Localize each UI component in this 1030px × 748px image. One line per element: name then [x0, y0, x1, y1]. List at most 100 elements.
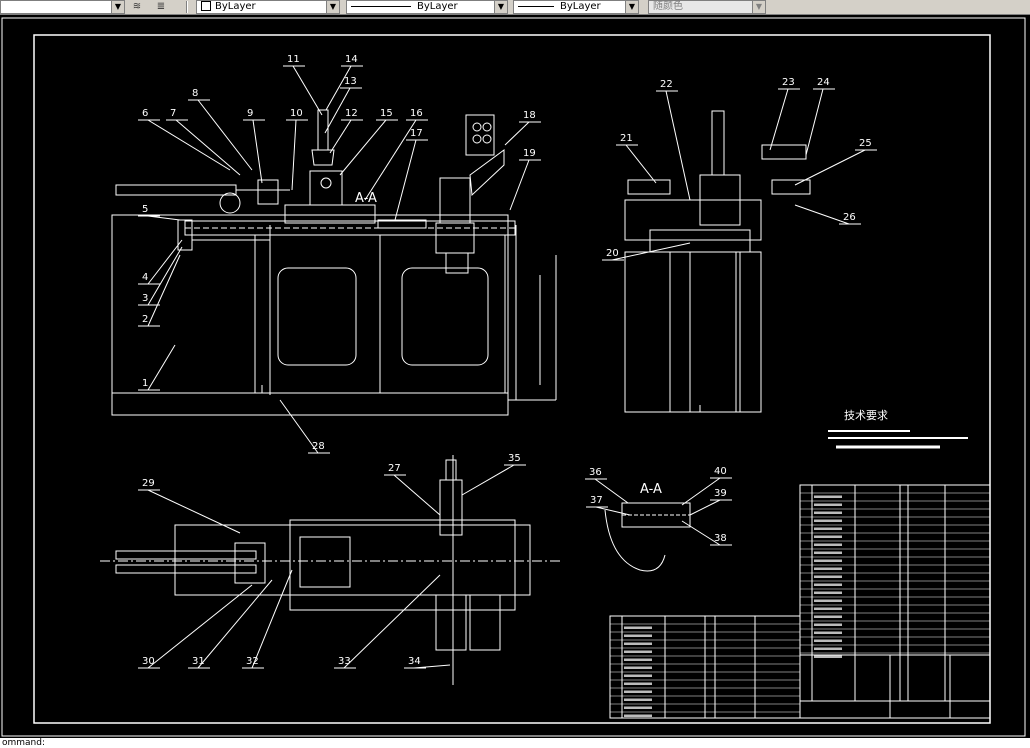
balloon-number: 17	[410, 128, 423, 139]
bom-cell-text	[814, 519, 842, 522]
sheet-border-inner	[33, 34, 991, 724]
balloon-number: 27	[388, 463, 401, 474]
balloon-4: 4	[138, 239, 183, 285]
bom-cell-text	[814, 639, 842, 642]
balloon-number: 29	[142, 478, 155, 489]
bom-cell-text	[814, 535, 842, 538]
bom-cell-text	[814, 655, 842, 658]
balloon-number: 36	[589, 467, 602, 478]
balloon-number: 18	[523, 110, 536, 121]
balloon-23: 23	[769, 77, 800, 151]
balloon-number: 24	[817, 77, 830, 88]
balloon-38: 38	[681, 520, 732, 546]
balloon-number: 25	[859, 138, 872, 149]
plotstyle-combo[interactable]: 随颜色▼	[648, 0, 766, 14]
bom-cell-text	[814, 615, 842, 618]
linetype-sample	[351, 5, 411, 7]
balloon-number: 37	[590, 495, 603, 506]
tech-req-title: 技术要求	[844, 409, 888, 422]
drawing-canvas[interactable]: A-A	[0, 15, 1030, 738]
command-line[interactable]: ommand:	[0, 738, 1030, 748]
balloon-20: 20	[602, 242, 691, 261]
balloon-6: 6	[138, 108, 231, 171]
front-view: A-A	[111, 109, 557, 416]
color-swatch-icon	[201, 1, 211, 11]
bom-table-right	[799, 484, 991, 702]
balloon-number: 15	[380, 108, 393, 119]
title-block	[799, 654, 991, 719]
bom-cell-text	[814, 631, 842, 634]
balloon-33: 33	[334, 574, 441, 669]
balloon-number: 10	[290, 108, 303, 119]
balloon-number: 21	[620, 133, 633, 144]
bom-cell-text	[624, 626, 652, 629]
balloon-number: 19	[523, 148, 536, 159]
balloon-11: 11	[283, 54, 323, 116]
balloon-16: 16	[364, 108, 428, 201]
bom-cell-text	[624, 642, 652, 645]
lineweight-combo[interactable]: ByLayer▼	[513, 0, 639, 14]
balloon-number: 12	[345, 108, 358, 119]
balloon-number: 34	[408, 656, 421, 667]
command-line-text: ommand:	[2, 738, 46, 748]
bom-cell-text	[624, 690, 652, 693]
balloon-number: 9	[247, 108, 253, 119]
bom-cell-text	[624, 714, 652, 717]
bom-cell-text	[814, 543, 842, 546]
color-combo[interactable]: ByLayer▼	[196, 0, 340, 14]
bom-cell-text	[624, 634, 652, 637]
layer-icon[interactable]: ≋	[132, 1, 142, 12]
balloon-number: 20	[606, 248, 619, 259]
bom-cell-text	[814, 575, 842, 578]
layer-state-combo[interactable]: ▼	[0, 0, 125, 14]
balloon-2: 2	[138, 254, 181, 327]
toolbar-separator	[186, 1, 188, 13]
layer-stack-icon[interactable]: ≣	[156, 1, 166, 12]
lineweight-sample	[518, 5, 554, 7]
bom-cell-text	[814, 503, 842, 506]
bom-cell-text	[624, 666, 652, 669]
balloon-number: 13	[344, 76, 357, 87]
bom-cell-text	[814, 623, 842, 626]
balloon-number: 40	[714, 466, 727, 477]
balloon-number: 28	[312, 441, 325, 452]
balloon-21: 21	[616, 133, 657, 184]
balloon-19: 19	[509, 148, 541, 211]
balloon-number: 35	[508, 453, 521, 464]
balloon-26: 26	[794, 204, 861, 225]
detail-section-view: A-A	[604, 482, 691, 572]
bom-cell-text	[624, 658, 652, 661]
bom-cell-text	[814, 495, 842, 498]
balloon-number: 32	[246, 656, 259, 667]
bom-cell-text	[814, 607, 842, 610]
bom-cell-text	[624, 706, 652, 709]
linetype-combo[interactable]: ByLayer▼	[346, 0, 508, 14]
balloon-30: 30	[138, 584, 253, 669]
bom-cell-text	[814, 567, 842, 570]
balloon-7: 7	[166, 108, 241, 176]
balloon-number: 6	[142, 108, 148, 119]
balloon-number: 16	[410, 108, 423, 119]
top-view	[100, 455, 560, 685]
balloon-15: 15	[339, 108, 398, 176]
balloon-number: 5	[142, 204, 148, 215]
sheet-border-outer	[1, 17, 1026, 737]
chevron-down-icon: ▼	[494, 1, 507, 13]
bom-cell-text	[814, 551, 842, 554]
chevron-down-icon: ▼	[111, 1, 124, 13]
balloon-13: 13	[324, 76, 362, 134]
balloon-number: 7	[170, 108, 176, 119]
balloon-number: 39	[714, 488, 727, 499]
balloon-29: 29	[138, 478, 241, 534]
bom-cell-text	[624, 682, 652, 685]
side-view	[624, 110, 811, 413]
balloon-number: 8	[192, 88, 198, 99]
balloon-1: 1	[138, 344, 176, 391]
bom-rows	[610, 492, 990, 717]
section-label-detail: A-A	[640, 482, 662, 497]
balloon-number: 1	[142, 378, 148, 389]
balloon-9: 9	[243, 108, 265, 184]
balloon-24: 24	[805, 77, 835, 156]
balloon-14: 14	[325, 54, 363, 111]
bom-table-left	[609, 615, 801, 719]
